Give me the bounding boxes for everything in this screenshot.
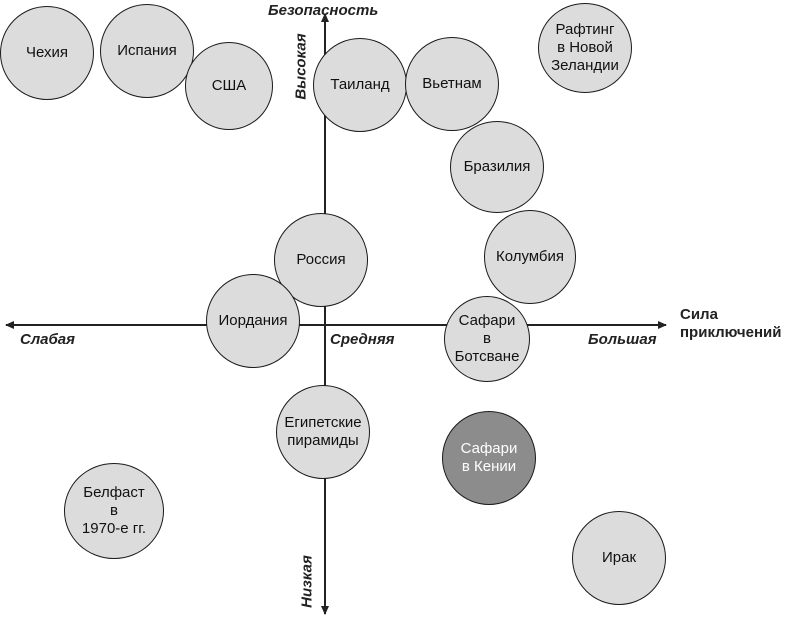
bubble-egypt-pyramids: Египетские пирамиды <box>276 385 370 479</box>
x-axis-middle-label: Средняя <box>330 331 395 348</box>
bubble-label: Египетские пирамиды <box>284 414 362 449</box>
bubble-label: Колумбия <box>495 248 565 265</box>
x-axis-left-label: Слабая <box>20 331 75 348</box>
bubble-label: Таиланд <box>330 76 390 93</box>
bubble-new-zealand-rafting: Рафтинг в Новой Зеландии <box>538 3 632 93</box>
y-axis-low-label: Низкая <box>298 555 316 608</box>
bubble-thailand: Таиланд <box>313 38 407 132</box>
bubble-jordan: Иордания <box>206 274 300 368</box>
bubble-label: Чехия <box>25 44 68 61</box>
bubble-label: Россия <box>296 251 346 268</box>
bubble-botswana-safari: Сафари в Ботсване <box>444 296 530 382</box>
bubble-label: Сафари в Кении <box>460 440 518 475</box>
bubble-colombia: Колумбия <box>484 210 576 304</box>
bubble-label: Бразилия <box>463 158 531 175</box>
bubble-belfast-1970s: Белфаст в 1970-е гг. <box>64 463 164 559</box>
bubble-label: Сафари в Ботсване <box>454 312 520 365</box>
bubble-spain: Испания <box>100 4 194 98</box>
bubble-label: США <box>211 77 247 94</box>
bubble-kenya-safari: Сафари в Кении <box>442 411 536 505</box>
bubble-label: Иордания <box>218 312 288 329</box>
bubble-vietnam: Вьетнам <box>405 37 499 131</box>
bubble-label: Белфаст в 1970-е гг. <box>81 484 147 537</box>
bubble-usa: США <box>185 42 273 130</box>
y-axis-title: Безопасность <box>268 2 379 19</box>
bubble-label: Испания <box>117 42 177 59</box>
bubble-iraq: Ирак <box>572 511 666 605</box>
x-axis-right-label: Большая <box>588 331 657 348</box>
bubble-label: Ирак <box>601 549 637 566</box>
x-axis-title: Сила приключений <box>680 306 782 341</box>
bubble-label: Вьетнам <box>422 75 482 92</box>
y-axis-high-label: Высокая <box>292 33 310 100</box>
bubble-brazil: Бразилия <box>450 121 544 213</box>
bubble-czech: Чехия <box>0 6 94 100</box>
bubble-label: Рафтинг в Новой Зеландии <box>551 21 619 74</box>
